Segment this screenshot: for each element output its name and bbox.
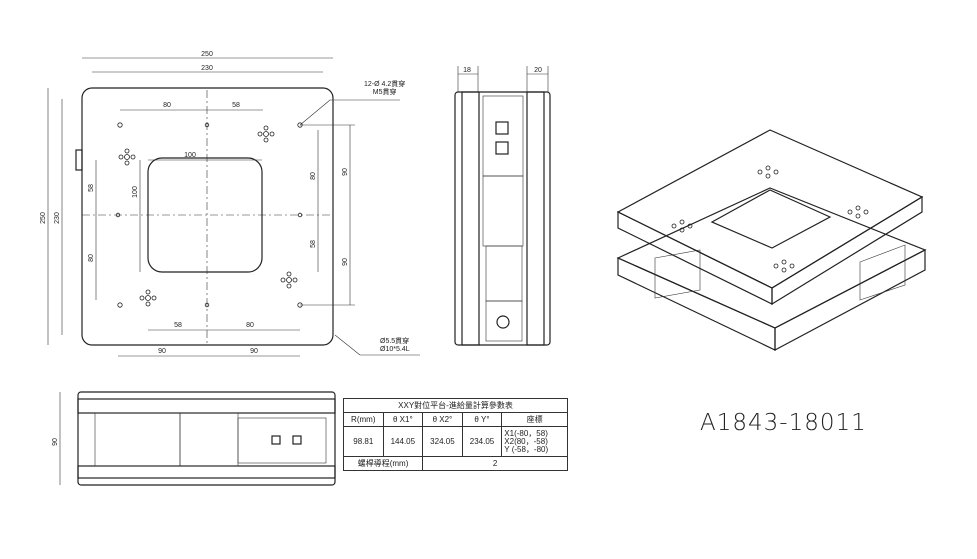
dim-label: 90 <box>52 438 59 446</box>
part-number: A1843-18011 <box>700 410 867 436</box>
dim-label: 58 <box>232 102 240 109</box>
dim-label: 90 <box>158 348 166 355</box>
table-cell: 324.05 <box>422 426 463 457</box>
table-cell: 144.05 <box>382 426 424 457</box>
note-line: M5貫穿 <box>372 89 397 96</box>
table-header: θ X1° <box>382 412 424 427</box>
dim-label: 80 <box>246 322 254 329</box>
coord-line: Y (-58，-80) <box>504 444 549 454</box>
note-line: Ø10*5.4L <box>380 346 410 353</box>
table-header: 座標 <box>501 412 568 427</box>
coord-line: X1(-80，58) <box>504 428 548 438</box>
dim-label: 90 <box>250 348 258 355</box>
hole-note-top: 12-Ø 4.2貫穿 M5貫穿 <box>364 81 405 97</box>
dim-label: 18 <box>463 67 471 74</box>
table-cell-coords: X1(-80，58) X2(80，-58) Y (-58，-80) <box>501 426 568 457</box>
table-header: θ Y° <box>461 412 503 427</box>
dim-label: 80 <box>163 102 171 109</box>
table-header: R(mm) <box>343 412 384 427</box>
dim-label: 250 <box>201 51 213 58</box>
dim-label: 58 <box>310 240 317 248</box>
dim-label: 90 <box>342 258 349 266</box>
note-line: 12-Ø 4.2貫穿 <box>364 81 406 88</box>
note-line: Ø5.5貫穿 <box>380 338 410 345</box>
dim-label: 230 <box>54 212 61 224</box>
table-cell: 98.81 <box>343 426 384 457</box>
pitch-value: 2 <box>422 456 568 471</box>
dim-label: 230 <box>201 65 213 72</box>
isometric-view <box>616 129 927 351</box>
table-cell: 234.05 <box>461 426 503 457</box>
dim-label: 20 <box>534 67 542 74</box>
pitch-label: 螺桿導程(mm) <box>342 456 424 471</box>
front-view: 90 <box>52 391 336 486</box>
table-header: θ X2° <box>422 412 463 427</box>
dim-label: 90 <box>342 168 349 176</box>
parameter-table: XXY對位平台-進給量計算參數表 R(mm) θ X1° θ X2° θ Y° … <box>342 398 568 471</box>
dim-label: 80 <box>88 254 95 262</box>
dim-label: 80 <box>310 172 317 180</box>
coord-line: X2(80，-58) <box>504 436 548 446</box>
side-view: 18 20 <box>454 66 551 346</box>
table-title: XXY對位平台-進給量計算參數表 <box>343 398 568 413</box>
dim-label: 250 <box>40 212 47 224</box>
dim-label: 58 <box>88 184 95 192</box>
hole-note-bottom: Ø5.5貫穿 Ø10*5.4L <box>380 338 410 354</box>
top-view: 250 230 250 230 80 58 100 100 58 80 90 9… <box>40 51 420 357</box>
dim-label: 100 <box>184 152 196 159</box>
dim-label: 100 <box>132 186 139 198</box>
dim-label: 58 <box>174 322 182 329</box>
